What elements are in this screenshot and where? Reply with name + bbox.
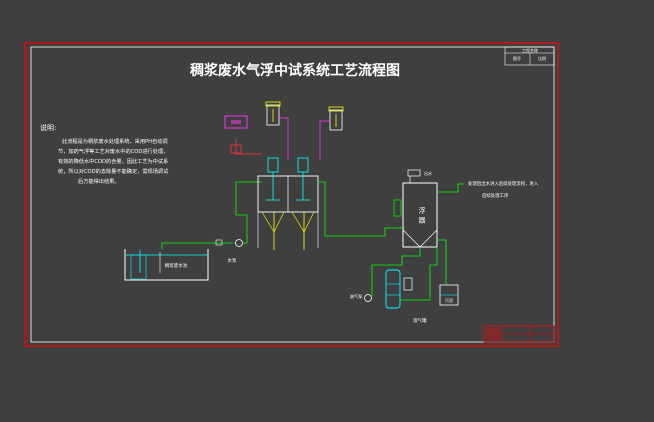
sludge-pipe	[437, 239, 447, 285]
feed-pipe	[161, 242, 233, 249]
pump-riser	[235, 181, 262, 244]
dosing-line-red	[235, 139, 262, 155]
feed-pump: 水泵	[215, 239, 243, 264]
note-line-1: 此流程是为稠浆废水处理系统，采用PH自动调	[62, 137, 168, 145]
air-return	[400, 247, 438, 301]
chemical-tank-2	[328, 106, 344, 131]
reaction-tanks	[257, 157, 319, 250]
reaction-outlet	[318, 181, 405, 237]
note-heading: 说明:	[40, 123, 56, 132]
sludge-tank-label: 污泥	[445, 297, 453, 303]
pump-label: 水泵	[228, 257, 237, 264]
flotation-label: 浮 器	[418, 206, 426, 224]
note-line-4: 统，所以对COD的去除量不能确定，需现场调试	[58, 167, 169, 175]
chem-line-1	[279, 117, 289, 160]
note-line-3: 有效的降低水中COD的含量。因此工艺为中试系	[58, 157, 168, 165]
chem-line-2	[319, 120, 330, 160]
revision-cell-b: 比例	[538, 55, 546, 61]
drawing-title: 稠浆废水气浮中试系统工艺流程图	[190, 62, 400, 79]
top-right-label: 出水	[424, 170, 432, 176]
outlet-pipe	[437, 183, 464, 193]
air-pump-label: 溶气泵	[350, 293, 363, 300]
dissolved-air-tank: 溶气罐	[385, 269, 427, 324]
raw-wastewater-pool: 稠浆废水池	[124, 249, 209, 281]
outer-frame	[24, 42, 559, 347]
explanation-note: 说明: 此流程是为稠浆废水处理系统，采用PH自动调 节，加药气浮等工艺对废水中的…	[40, 123, 169, 185]
ph-dosing-box	[224, 115, 248, 129]
chemical-tank-1	[265, 101, 281, 126]
note-line-2: 节，加药气浮等工艺对废水中的COD进行处理，	[58, 147, 168, 155]
revision-table: 工程名称 图号 比例	[504, 46, 555, 66]
outlet-note-1: 处理后出水进入后续处理流程，进入	[468, 180, 539, 187]
recycle-loop	[371, 247, 421, 296]
flotation-unit: 浮 器	[393, 169, 438, 248]
inner-frame	[30, 46, 555, 343]
raw-pool-label: 稠浆废水池	[165, 262, 188, 269]
note-line-5: 后方能得出结果。	[78, 177, 120, 185]
revision-cell-a: 图号	[513, 55, 521, 61]
dosing-valve	[230, 144, 242, 154]
air-pump: 溶气泵	[350, 293, 372, 302]
title-block	[483, 325, 555, 343]
outlet-note-2: 后续处理工序	[482, 192, 509, 199]
sludge-tank: 污泥	[439, 284, 459, 306]
air-tank-label: 溶气罐	[413, 317, 427, 324]
revision-header: 工程名称	[522, 47, 538, 53]
